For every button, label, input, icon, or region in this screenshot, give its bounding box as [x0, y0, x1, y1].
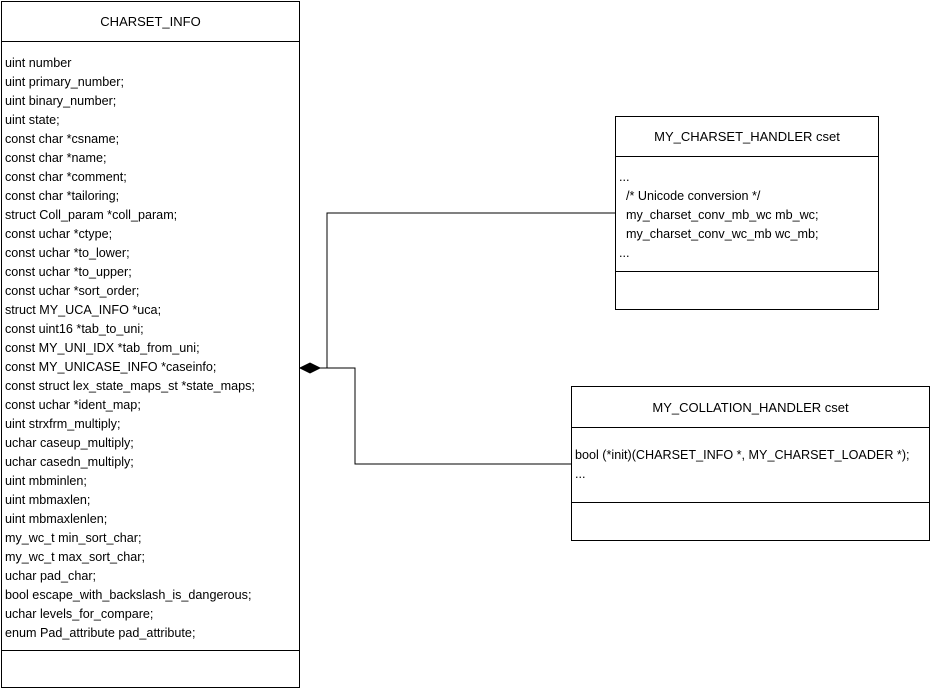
attribute-line: const MY_UNI_IDX *tab_from_uni;	[5, 341, 200, 355]
charset-handler-methods	[616, 272, 878, 309]
attribute-line: uchar caseup_multiply;	[5, 436, 134, 450]
attribute-line: const uchar *ctype;	[5, 227, 113, 241]
attribute-line: const char *csname;	[5, 132, 120, 146]
attribute-line: uchar casedn_multiply;	[5, 455, 134, 469]
attribute-line: struct MY_UCA_INFO *uca;	[5, 303, 162, 317]
attribute-line: my_charset_conv_wc_mb wc_mb;	[619, 227, 819, 241]
attribute-line: bool (*init)(CHARSET_INFO *, MY_CHARSET_…	[575, 448, 910, 462]
attribute-line: uint binary_number;	[5, 94, 117, 108]
attribute-line: ...	[619, 246, 630, 260]
attribute-line: my_charset_conv_mb_wc mb_wc;	[619, 208, 819, 222]
attribute-line: uchar levels_for_compare;	[5, 607, 154, 621]
charset-info-class[interactable]: CHARSET_INFO uint number uint primary_nu…	[1, 1, 300, 688]
attribute-line: const uchar *to_upper;	[5, 265, 132, 279]
attribute-line: uint mbmaxlen;	[5, 493, 91, 507]
composition-diamond	[298, 362, 322, 374]
attribute-line: const uint16 *tab_to_uni;	[5, 322, 144, 336]
collation-handler-attributes: bool (*init)(CHARSET_INFO *, MY_CHARSET_…	[572, 428, 929, 503]
charset-handler-title: MY_CHARSET_HANDLER cset	[616, 117, 878, 157]
attribute-line: struct Coll_param *coll_param;	[5, 208, 178, 222]
attribute-line: uint number	[5, 56, 72, 70]
attribute-line: bool escape_with_backslash_is_dangerous;	[5, 588, 252, 602]
attribute-line: const char *name;	[5, 151, 107, 165]
charset-info-methods	[2, 651, 299, 687]
charset-handler-attributes: ... /* Unicode conversion */ my_charset_…	[616, 157, 878, 272]
attribute-line: /* Unicode conversion */	[619, 189, 761, 203]
attribute-line: my_wc_t min_sort_char;	[5, 531, 142, 545]
attribute-line: ...	[619, 170, 630, 184]
attribute-line: uint mbminlen;	[5, 474, 87, 488]
collation-handler-title: MY_COLLATION_HANDLER cset	[572, 387, 929, 428]
collation-handler-title-text: MY_COLLATION_HANDLER cset	[652, 399, 849, 415]
attribute-line: uint state;	[5, 113, 60, 127]
attribute-line: const uchar *ident_map;	[5, 398, 141, 412]
charset-handler-class[interactable]: MY_CHARSET_HANDLER cset ... /* Unicode c…	[615, 116, 879, 310]
attribute-line: uint mbmaxlenlen;	[5, 512, 108, 526]
attribute-line: const uchar *sort_order;	[5, 284, 140, 298]
attribute-line: my_wc_t max_sort_char;	[5, 550, 145, 564]
attribute-line: const char *tailoring;	[5, 189, 120, 203]
attribute-line: uint strxfrm_multiply;	[5, 417, 121, 431]
charset-info-title-text: CHARSET_INFO	[100, 14, 201, 29]
connector-charset-handler	[326, 212, 615, 368]
charset-info-attributes: uint number uint primary_number; uint bi…	[2, 42, 299, 651]
charset-handler-title-text: MY_CHARSET_HANDLER cset	[654, 129, 840, 144]
connector-collation-handler	[320, 367, 571, 465]
attribute-line: const uchar *to_lower;	[5, 246, 130, 260]
attribute-line: enum Pad_attribute pad_attribute;	[5, 626, 196, 640]
attribute-line: uchar pad_char;	[5, 569, 97, 583]
collation-handler-class[interactable]: MY_COLLATION_HANDLER cset bool (*init)(C…	[571, 386, 930, 541]
charset-info-title: CHARSET_INFO	[2, 2, 299, 42]
attribute-line: const char *comment;	[5, 170, 127, 184]
attribute-line: uint primary_number;	[5, 75, 124, 89]
attribute-line: const MY_UNICASE_INFO *caseinfo;	[5, 360, 217, 374]
attribute-line: ...	[575, 467, 586, 481]
attribute-line: const struct lex_state_maps_st *state_ma…	[5, 379, 255, 393]
collation-handler-methods	[572, 503, 929, 540]
